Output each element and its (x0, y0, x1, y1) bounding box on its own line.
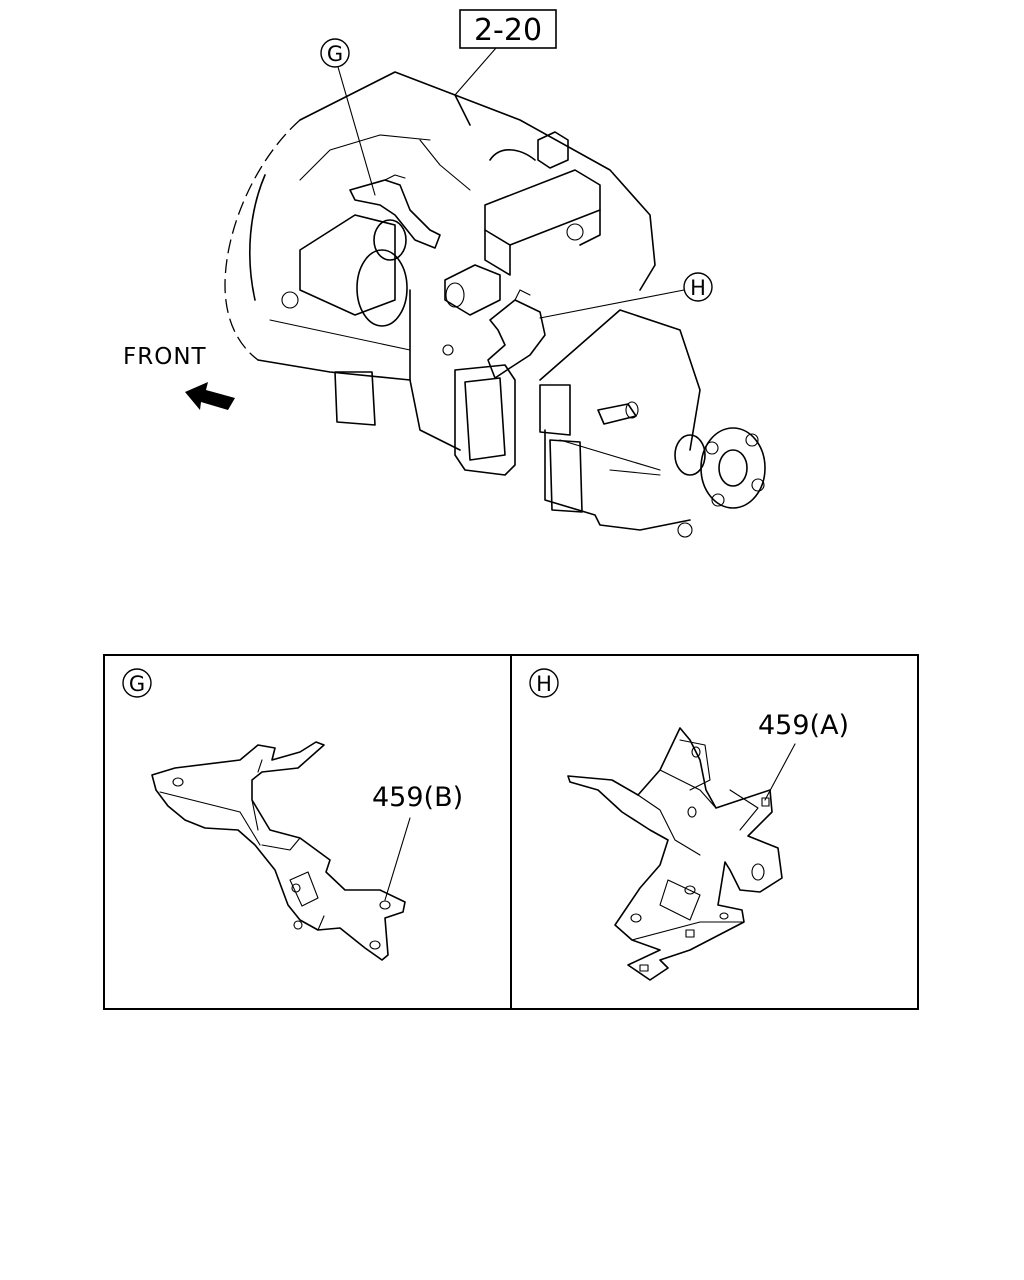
part-label-459a: 459(A) (758, 710, 849, 741)
panel-g-callout: G (129, 672, 145, 696)
callout-g-label: G (327, 42, 343, 66)
callout-h-label: H (690, 276, 706, 300)
front-label: FRONT (123, 344, 207, 370)
reference-label: 2-20 (474, 13, 542, 48)
front-indicator: FRONT (123, 344, 235, 410)
panel-h: H 459(A) (529, 668, 849, 981)
bracket-459a (567, 727, 783, 981)
front-arrow-icon (185, 382, 235, 410)
detail-panels (103, 654, 919, 1010)
reference-box: 2-20 (454, 9, 557, 96)
callout-g: G (320, 38, 376, 196)
panel-g: G 459(B) (122, 668, 463, 961)
bracket-459b (151, 741, 406, 961)
callout-h: H (539, 272, 713, 319)
transmission-assembly (224, 71, 766, 538)
panel-h-callout: H (536, 672, 552, 696)
part-label-459b: 459(B) (372, 782, 463, 813)
